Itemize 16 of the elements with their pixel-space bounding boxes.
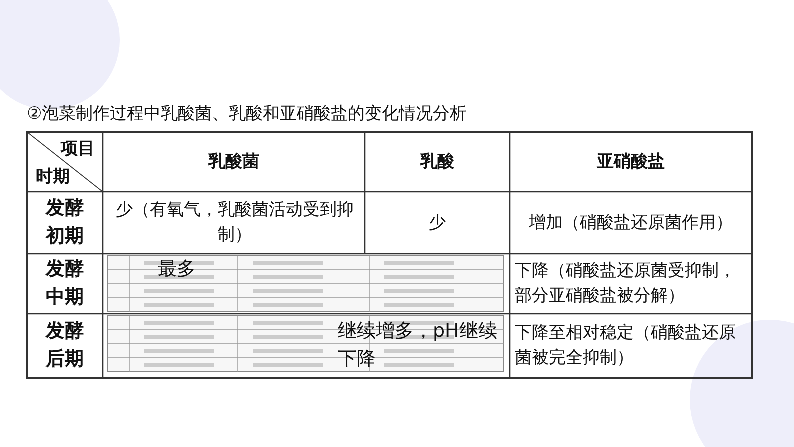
column-header: 项目 (60, 138, 96, 161)
table-cell-text: 下降（硝酸盐还原菌受抑制，部分亚硝酸盐被分解） (515, 260, 737, 308)
answer-text: 继续增多，pH继续下降 (338, 319, 498, 372)
table-cell-text: 下降至相对稳定（硝酸盐还原菌被完全抑制） (515, 322, 737, 370)
table-cell-text: 增加（硝酸盐还原菌作用） (528, 212, 734, 235)
row-header: 发酵中期 (44, 257, 85, 310)
row-header: 发酵后期 (44, 319, 85, 372)
title-text: ②泡菜制作过程中乳酸菌、乳酸和亚硝酸盐的变化情况分析 (27, 102, 468, 126)
row-header: 时期 (35, 166, 71, 189)
row-header: 发酵初期 (44, 196, 85, 249)
column-header: 亚硝酸盐 (596, 150, 666, 174)
table-cell-text: 少（有氧气，乳酸菌活动受到抑制） (115, 199, 355, 247)
answer-text: 最多 (158, 257, 197, 282)
column-header: 乳酸菌 (207, 150, 260, 174)
column-header: 乳酸 (419, 150, 456, 174)
table-cell-text: 少 (428, 212, 447, 235)
